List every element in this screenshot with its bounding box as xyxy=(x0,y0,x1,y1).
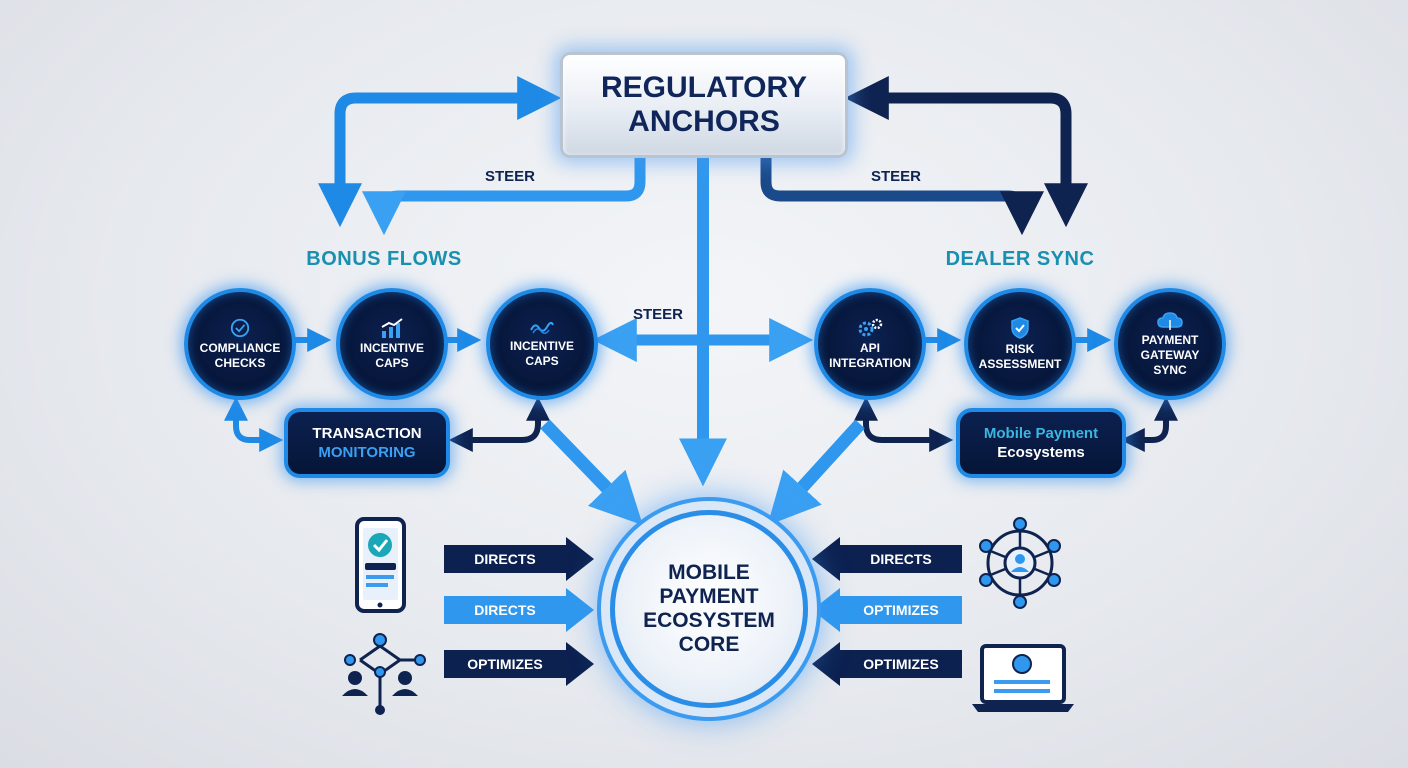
incentive-caps-node-2: INCENTIVE CAPS xyxy=(486,288,598,400)
transaction-monitoring-line2: MONITORING xyxy=(318,444,416,461)
input-arrows-right xyxy=(812,537,962,686)
risk-assessment-node: RISK ASSESSMENT xyxy=(964,288,1076,400)
regulatory-anchors-box: REGULATORY ANCHORS xyxy=(560,52,848,158)
core-feed-arrows xyxy=(540,419,865,526)
gears-icon xyxy=(858,318,883,337)
user-network-icon xyxy=(342,633,426,715)
steer-loop-right xyxy=(760,76,1088,236)
shield-icon xyxy=(1011,317,1029,339)
check-circle-icon xyxy=(230,318,250,338)
steer-loop-left xyxy=(318,76,646,236)
mobile-payment-ecosystems-line2: Ecosystems xyxy=(997,444,1085,461)
compliance-checks-label: COMPLIANCE CHECKS xyxy=(199,341,281,370)
payment-gateway-sync-node: PAYMENT GATEWAY SYNC xyxy=(1114,288,1226,400)
input-arrows-left xyxy=(444,537,594,686)
smartphone-check-icon xyxy=(355,517,406,613)
cloud-icon xyxy=(1157,311,1183,330)
incentive-caps-label-2: INCENTIVE CAPS xyxy=(509,339,574,368)
mobile-payment-ecosystems-pill: Mobile Payment Ecosystems xyxy=(956,408,1126,478)
regulatory-anchors-title: REGULATORY ANCHORS xyxy=(600,71,808,138)
core-label: MOBILE PAYMENT ECOSYSTEM CORE xyxy=(643,561,775,656)
api-integration-label: API INTEGRATION xyxy=(829,341,911,370)
compliance-checks-node: COMPLIANCE CHECKS xyxy=(184,288,296,400)
mobile-payment-ecosystem-core: MOBILE PAYMENT ECOSYSTEM CORE xyxy=(610,510,808,708)
mobile-payment-ecosystems-line1: Mobile Payment xyxy=(983,425,1099,442)
network-globe-user-icon xyxy=(979,517,1061,609)
api-integration-node: API INTEGRATION xyxy=(814,288,926,400)
central-steer-arrows xyxy=(592,156,814,487)
payment-gateway-sync-label: PAYMENT GATEWAY SYNC xyxy=(1140,332,1200,377)
incentive-caps-node-1: INCENTIVE CAPS xyxy=(336,288,448,400)
wave-icon xyxy=(530,321,554,334)
incentive-caps-label-1: INCENTIVE CAPS xyxy=(359,341,424,370)
bar-chart-icon xyxy=(381,318,403,338)
transaction-monitoring-pill: TRANSACTION MONITORING xyxy=(284,408,450,478)
laptop-profile-icon xyxy=(972,644,1074,712)
transaction-monitoring-line1: TRANSACTION xyxy=(312,425,422,442)
risk-assessment-label: RISK ASSESSMENT xyxy=(978,342,1062,371)
